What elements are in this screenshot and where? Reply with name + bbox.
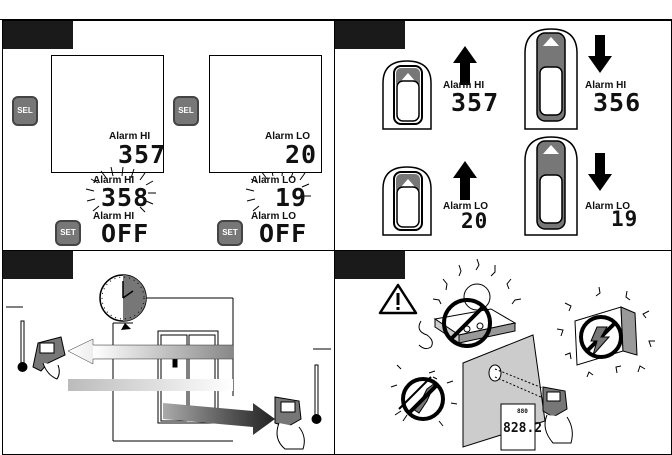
button-up-bl — [383, 167, 431, 235]
p2-alarm-lo-value-br: 19 — [611, 207, 638, 231]
alarm-lo-value-2: 19 — [275, 183, 307, 212]
meter-display-reading: 828.2 — [503, 421, 542, 436]
band-mid — [68, 379, 233, 391]
alarm-hi-value-2: 358 — [101, 183, 149, 212]
arrow-down-br — [588, 153, 612, 191]
panel-alarm-setting: SEL Alarm HI 357 — [2, 20, 335, 251]
alarm-lo-value-1: 20 — [285, 140, 317, 169]
arrow-down-tr — [588, 35, 612, 73]
alarm-hi-value-3: OFF — [101, 219, 149, 248]
p2-alarm-hi-value-tl: 357 — [451, 88, 499, 117]
panel-alarm-adjust: Alarm HI 357 Alarm HI 356 Alarm LO 20 Al… — [334, 20, 672, 251]
thermometer-right — [312, 349, 332, 424]
p2-alarm-lo-value-bl: 20 — [461, 209, 488, 233]
meter-right — [275, 397, 304, 449]
thermometer-left — [6, 307, 28, 372]
microwave-prohibited — [557, 287, 655, 377]
set-button-right[interactable]: SET — [217, 220, 243, 246]
arrow-left-fill — [93, 346, 233, 358]
meter-display-small: 880 — [517, 408, 528, 415]
alarm-lo-value-3: OFF — [259, 219, 307, 248]
panel-temperature-change — [2, 250, 335, 455]
button-up-tl — [383, 61, 431, 129]
warning-triangle-icon — [380, 285, 416, 313]
p2-alarm-hi-value-tr: 356 — [593, 88, 641, 117]
arrow-right — [163, 403, 275, 435]
button-down-br — [525, 137, 577, 235]
static-shock-prohibited — [391, 365, 457, 426]
clock-icon — [100, 275, 146, 330]
arrow-up-bl — [453, 161, 477, 200]
room-change-illustration — [3, 251, 334, 454]
button-down-tr — [525, 29, 577, 129]
panel-warnings: 828.2 880 — [334, 250, 672, 455]
sel-button-right[interactable]: SEL — [173, 96, 199, 126]
meter-hand-right — [543, 387, 572, 443]
heater-prohibited — [419, 300, 515, 349]
set-button-left[interactable]: SET — [55, 220, 81, 246]
meter-left — [33, 337, 65, 379]
